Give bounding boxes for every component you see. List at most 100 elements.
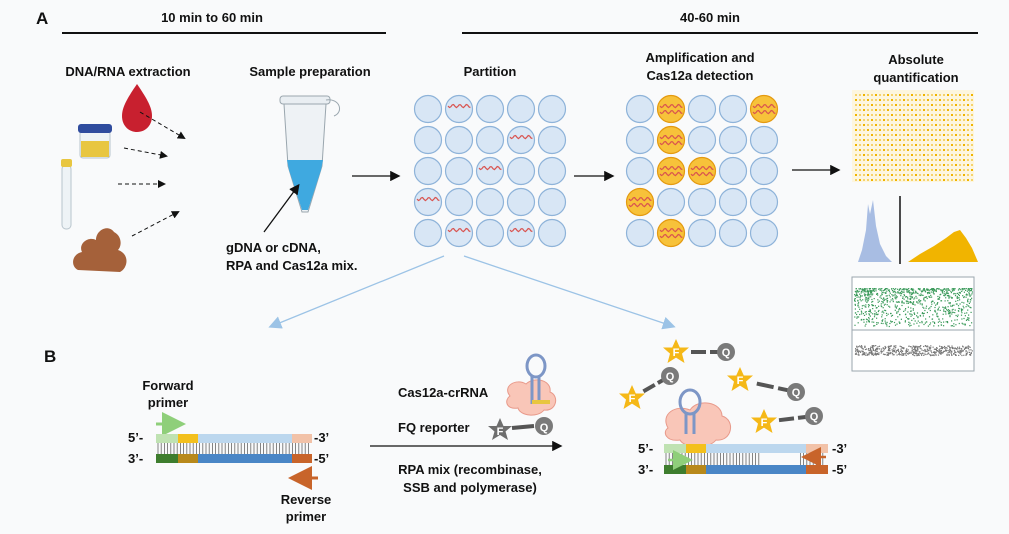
droplet bbox=[749, 218, 779, 248]
droplet bbox=[718, 218, 748, 248]
fq-reporter-icon: F Q bbox=[488, 417, 553, 440]
step-quant-2: quantification bbox=[873, 70, 958, 85]
cas12a-crrna-icon bbox=[506, 353, 557, 416]
mix-label-line1: gDNA or cDNA, bbox=[226, 240, 321, 255]
droplet bbox=[687, 187, 717, 217]
droplet bbox=[749, 187, 779, 217]
step-partition: Partition bbox=[464, 64, 517, 79]
svg-text:F: F bbox=[737, 375, 744, 387]
flow-arrow-urine bbox=[123, 147, 168, 159]
end-3-bottom-right: 3’- bbox=[638, 462, 653, 477]
droplet bbox=[718, 125, 748, 155]
dna-duplex-right bbox=[664, 444, 828, 474]
step-extraction: DNA/RNA extraction bbox=[65, 64, 190, 79]
svg-text:Q: Q bbox=[792, 387, 801, 399]
panel-label-a: A bbox=[36, 9, 48, 28]
svg-text:Q: Q bbox=[722, 347, 731, 359]
droplet bbox=[413, 187, 443, 217]
droplet bbox=[413, 218, 443, 248]
dna-duplex bbox=[156, 434, 312, 463]
mix-pointer-arrow bbox=[263, 183, 300, 233]
step-amplification-2: Cas12a detection bbox=[647, 68, 754, 83]
droplet bbox=[413, 94, 443, 124]
end-5-bottom-right: -5’ bbox=[832, 462, 847, 477]
end-3-bottom: 3’- bbox=[128, 451, 143, 466]
droplet bbox=[687, 218, 717, 248]
droplet bbox=[625, 218, 655, 248]
droplet bbox=[625, 187, 655, 217]
end-3-top: -3’ bbox=[314, 430, 329, 445]
droplet bbox=[506, 125, 536, 155]
droplet bbox=[413, 156, 443, 186]
droplet bbox=[656, 218, 686, 248]
step-quant-1: Absolute bbox=[888, 52, 944, 67]
flow-arrow-stool bbox=[131, 211, 180, 237]
droplet bbox=[537, 156, 567, 186]
droplet bbox=[687, 156, 717, 186]
droplet bbox=[537, 125, 567, 155]
panel-label-b: B bbox=[44, 347, 56, 366]
droplet bbox=[413, 125, 443, 155]
step-preparation: Sample preparation bbox=[249, 64, 370, 79]
droplet bbox=[687, 94, 717, 124]
svg-text:Q: Q bbox=[540, 422, 549, 434]
droplet bbox=[506, 156, 536, 186]
rpa-mix-line2: SSB and polymerase) bbox=[403, 480, 537, 495]
end-5-bottom: -5’ bbox=[314, 451, 329, 466]
detection-grid bbox=[625, 94, 779, 248]
urine-cup-icon bbox=[78, 124, 112, 159]
droplet bbox=[506, 187, 536, 217]
droplet bbox=[475, 94, 505, 124]
cas12a-bound-complex bbox=[664, 388, 731, 448]
droplet bbox=[625, 156, 655, 186]
droplet bbox=[718, 187, 748, 217]
stool-icon bbox=[73, 228, 127, 272]
droplet bbox=[475, 125, 505, 155]
droplet bbox=[537, 187, 567, 217]
swab-tube-icon bbox=[61, 159, 72, 230]
rpa-mix-line1: RPA mix (recombinase, bbox=[398, 462, 542, 477]
cleaved-reporter: FQ bbox=[727, 367, 805, 401]
droplet bbox=[749, 94, 779, 124]
droplet bbox=[537, 218, 567, 248]
droplet bbox=[625, 125, 655, 155]
droplet bbox=[444, 218, 474, 248]
svg-text:Q: Q bbox=[666, 371, 675, 383]
flow-arrow-blood bbox=[139, 111, 186, 140]
droplet bbox=[656, 125, 686, 155]
forward-primer-label-2: primer bbox=[148, 395, 188, 410]
droplet bbox=[444, 125, 474, 155]
svg-text:F: F bbox=[673, 347, 680, 359]
cleaved-reporter: FQ bbox=[619, 367, 679, 409]
step-amplification-1: Amplification and bbox=[645, 50, 754, 65]
droplet bbox=[656, 156, 686, 186]
scatter-plot-panel bbox=[851, 276, 975, 372]
svg-text:Q: Q bbox=[810, 411, 819, 423]
reverse-primer-label-2: primer bbox=[286, 509, 326, 524]
droplet bbox=[444, 187, 474, 217]
mix-label-line2: RPA and Cas12a mix. bbox=[226, 258, 358, 273]
fq-reporter-label: FQ reporter bbox=[398, 420, 470, 435]
histogram-panel bbox=[858, 196, 978, 264]
cas-crrna-label: Cas12a-crRNA bbox=[398, 385, 489, 400]
end-5-top-right: 5’- bbox=[638, 441, 653, 456]
forward-primer-label-1: Forward bbox=[142, 378, 193, 393]
droplet bbox=[475, 218, 505, 248]
reverse-primer-label-1: Reverse bbox=[281, 492, 332, 507]
droplet bbox=[506, 218, 536, 248]
droplet bbox=[749, 125, 779, 155]
droplet bbox=[656, 94, 686, 124]
droplet-image-panel bbox=[852, 90, 974, 182]
end-3-top-right: -3’ bbox=[832, 441, 847, 456]
end-5-top: 5’- bbox=[128, 430, 143, 445]
partition-grid bbox=[413, 94, 567, 248]
droplet bbox=[444, 94, 474, 124]
droplet bbox=[537, 94, 567, 124]
droplet bbox=[718, 156, 748, 186]
svg-text:F: F bbox=[497, 426, 504, 438]
svg-text:F: F bbox=[761, 417, 768, 429]
